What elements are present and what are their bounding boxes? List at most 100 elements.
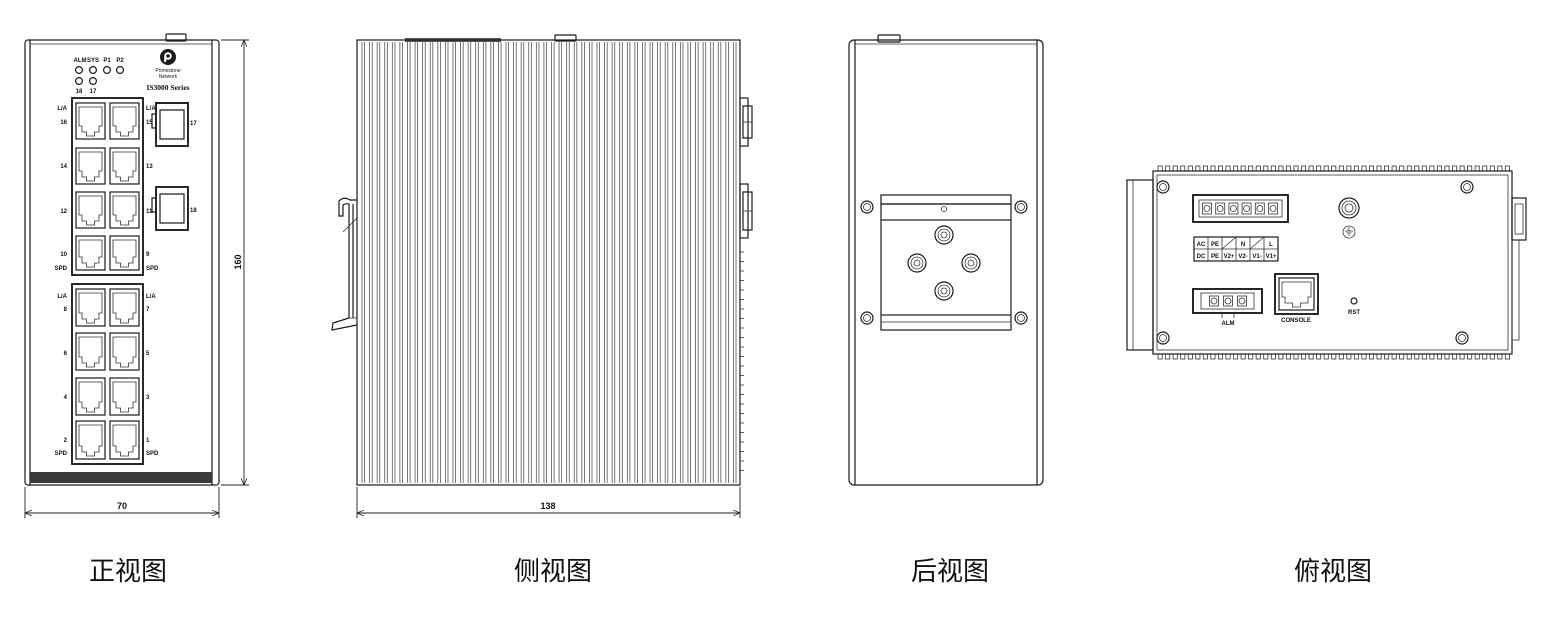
housing-rib-bottom (1225, 353, 1231, 360)
rj45-port-14 (75, 147, 106, 185)
housing-rib-bottom (1353, 353, 1359, 360)
housing-rib-top (1459, 165, 1465, 172)
side-body-outline (356, 39, 741, 486)
reset-button: RST (1348, 297, 1360, 316)
status-led-panel: ALM SYS P1 P2 18 17 (74, 58, 125, 95)
rj45-port-9 (109, 235, 140, 271)
terminal-pin-slot (1254, 202, 1265, 215)
housing-rib-bottom (1240, 353, 1246, 360)
port-number: 7 (146, 307, 150, 313)
port-jack-outline (78, 106, 103, 137)
housing-rib-bottom (1187, 353, 1193, 360)
housing-rib-bottom (1489, 353, 1495, 360)
rj45-port-1 (109, 420, 140, 460)
sfp-label-18: 18 (190, 208, 197, 214)
rj45-port-7 (109, 288, 140, 327)
terminal-pin-slot (1223, 295, 1233, 307)
side-view-caption: 侧视图 (514, 557, 592, 587)
console-label: CONSOLE (1281, 318, 1311, 324)
terminal-housing (1192, 194, 1289, 223)
screw-head (913, 259, 921, 267)
legend-cell: V1+ (1266, 254, 1277, 260)
terminal-pin-group (1202, 202, 1278, 215)
housing-rib-top (1331, 165, 1337, 172)
housing-rib-top (1240, 165, 1246, 172)
housing-rib-top (1504, 165, 1510, 172)
housing-rib-bottom (1293, 353, 1299, 360)
console-port: CONSOLE (1274, 273, 1319, 324)
sfp-port-17 (151, 102, 189, 147)
housing-rib-top (1165, 165, 1171, 172)
housing-rib-bottom (1285, 353, 1291, 360)
port-jack-outline (78, 336, 103, 368)
port-number: 1 (146, 438, 150, 444)
legend-cell: PE (1211, 242, 1219, 248)
width-dimension-value: 70 (117, 501, 127, 511)
port-number: 3 (146, 395, 150, 401)
housing-rib-bottom (1308, 353, 1314, 360)
port-jack-outline (112, 424, 137, 457)
housing-rib-bottom (1459, 353, 1465, 360)
din-rail-top-flange (880, 194, 1012, 205)
housing-rib-top (1384, 165, 1390, 172)
port-number: 10 (60, 252, 67, 258)
rj45-port-2 (75, 420, 106, 460)
screw-head (1159, 334, 1167, 342)
legend-cell: N (1241, 242, 1245, 248)
connector-strip (1511, 239, 1520, 341)
port-jack-outline (112, 336, 137, 368)
housing-rib-top (1210, 165, 1216, 172)
housing-rib-top (1278, 165, 1284, 172)
housing-rib-bottom (1270, 353, 1276, 360)
port-jack-outline (112, 151, 137, 182)
port-number: 11 (146, 209, 153, 215)
legend-cell: V2+ (1224, 254, 1235, 260)
housing-rib-top (1399, 165, 1405, 172)
terminal-screw-icon (1243, 205, 1250, 212)
power-terminal-block (1192, 194, 1289, 223)
housing-edge-ribs (740, 251, 744, 471)
screw-icon (1014, 311, 1028, 325)
rear-corner-screws (860, 200, 1028, 325)
upper-port-block (71, 97, 144, 276)
height-dimension: 160 (221, 40, 249, 485)
port-number: 16 (60, 120, 67, 126)
led-sfp-18 (74, 76, 83, 85)
housing-rib-top (1323, 165, 1329, 172)
port-jack-outline (112, 381, 137, 413)
console-port-frame (1274, 273, 1319, 315)
housing-rib-top (1270, 165, 1276, 172)
port-label-spd: SPD (146, 266, 159, 272)
housing-rib-bottom (1218, 353, 1224, 360)
housing-rib-top (1172, 165, 1178, 172)
rear-view (848, 34, 1044, 486)
housing-rib-bottom (1406, 353, 1412, 360)
alarm-terminal-block: ALM (1192, 288, 1263, 327)
top-right-connector (1511, 197, 1527, 341)
housing-rib-bottom (1436, 353, 1442, 360)
housing-rib-bottom (1195, 353, 1201, 360)
rj45-port-4 (75, 377, 106, 416)
alarm-pin-group (1209, 295, 1247, 307)
port-jack-outline (1281, 281, 1312, 308)
housing-rib-top (1414, 165, 1420, 172)
brand-logo: Primestone Network IS3000 Series (146, 49, 190, 92)
rj45-port-11 (109, 191, 140, 229)
legend-empty-slash (1221, 236, 1237, 250)
screw-head (863, 203, 871, 211)
housing-rib-top (1489, 165, 1495, 172)
port-number: 6 (64, 351, 68, 357)
height-dimension-value: 160 (233, 254, 243, 269)
housing-rib-top (1316, 165, 1322, 172)
din-rail-hole (941, 206, 947, 212)
sfp-label-17: 17 (190, 121, 197, 127)
rj45-port-16 (75, 102, 106, 140)
port-label-spd: SPD (55, 266, 68, 272)
port-frame (75, 102, 106, 140)
port-jack-outline (112, 106, 137, 137)
housing-rib-bottom (1346, 353, 1352, 360)
housing-rib-top (1301, 165, 1307, 172)
housing-rib-top (1263, 165, 1269, 172)
screw-icon (961, 253, 981, 273)
series-name: IS3000 Series (146, 83, 189, 92)
